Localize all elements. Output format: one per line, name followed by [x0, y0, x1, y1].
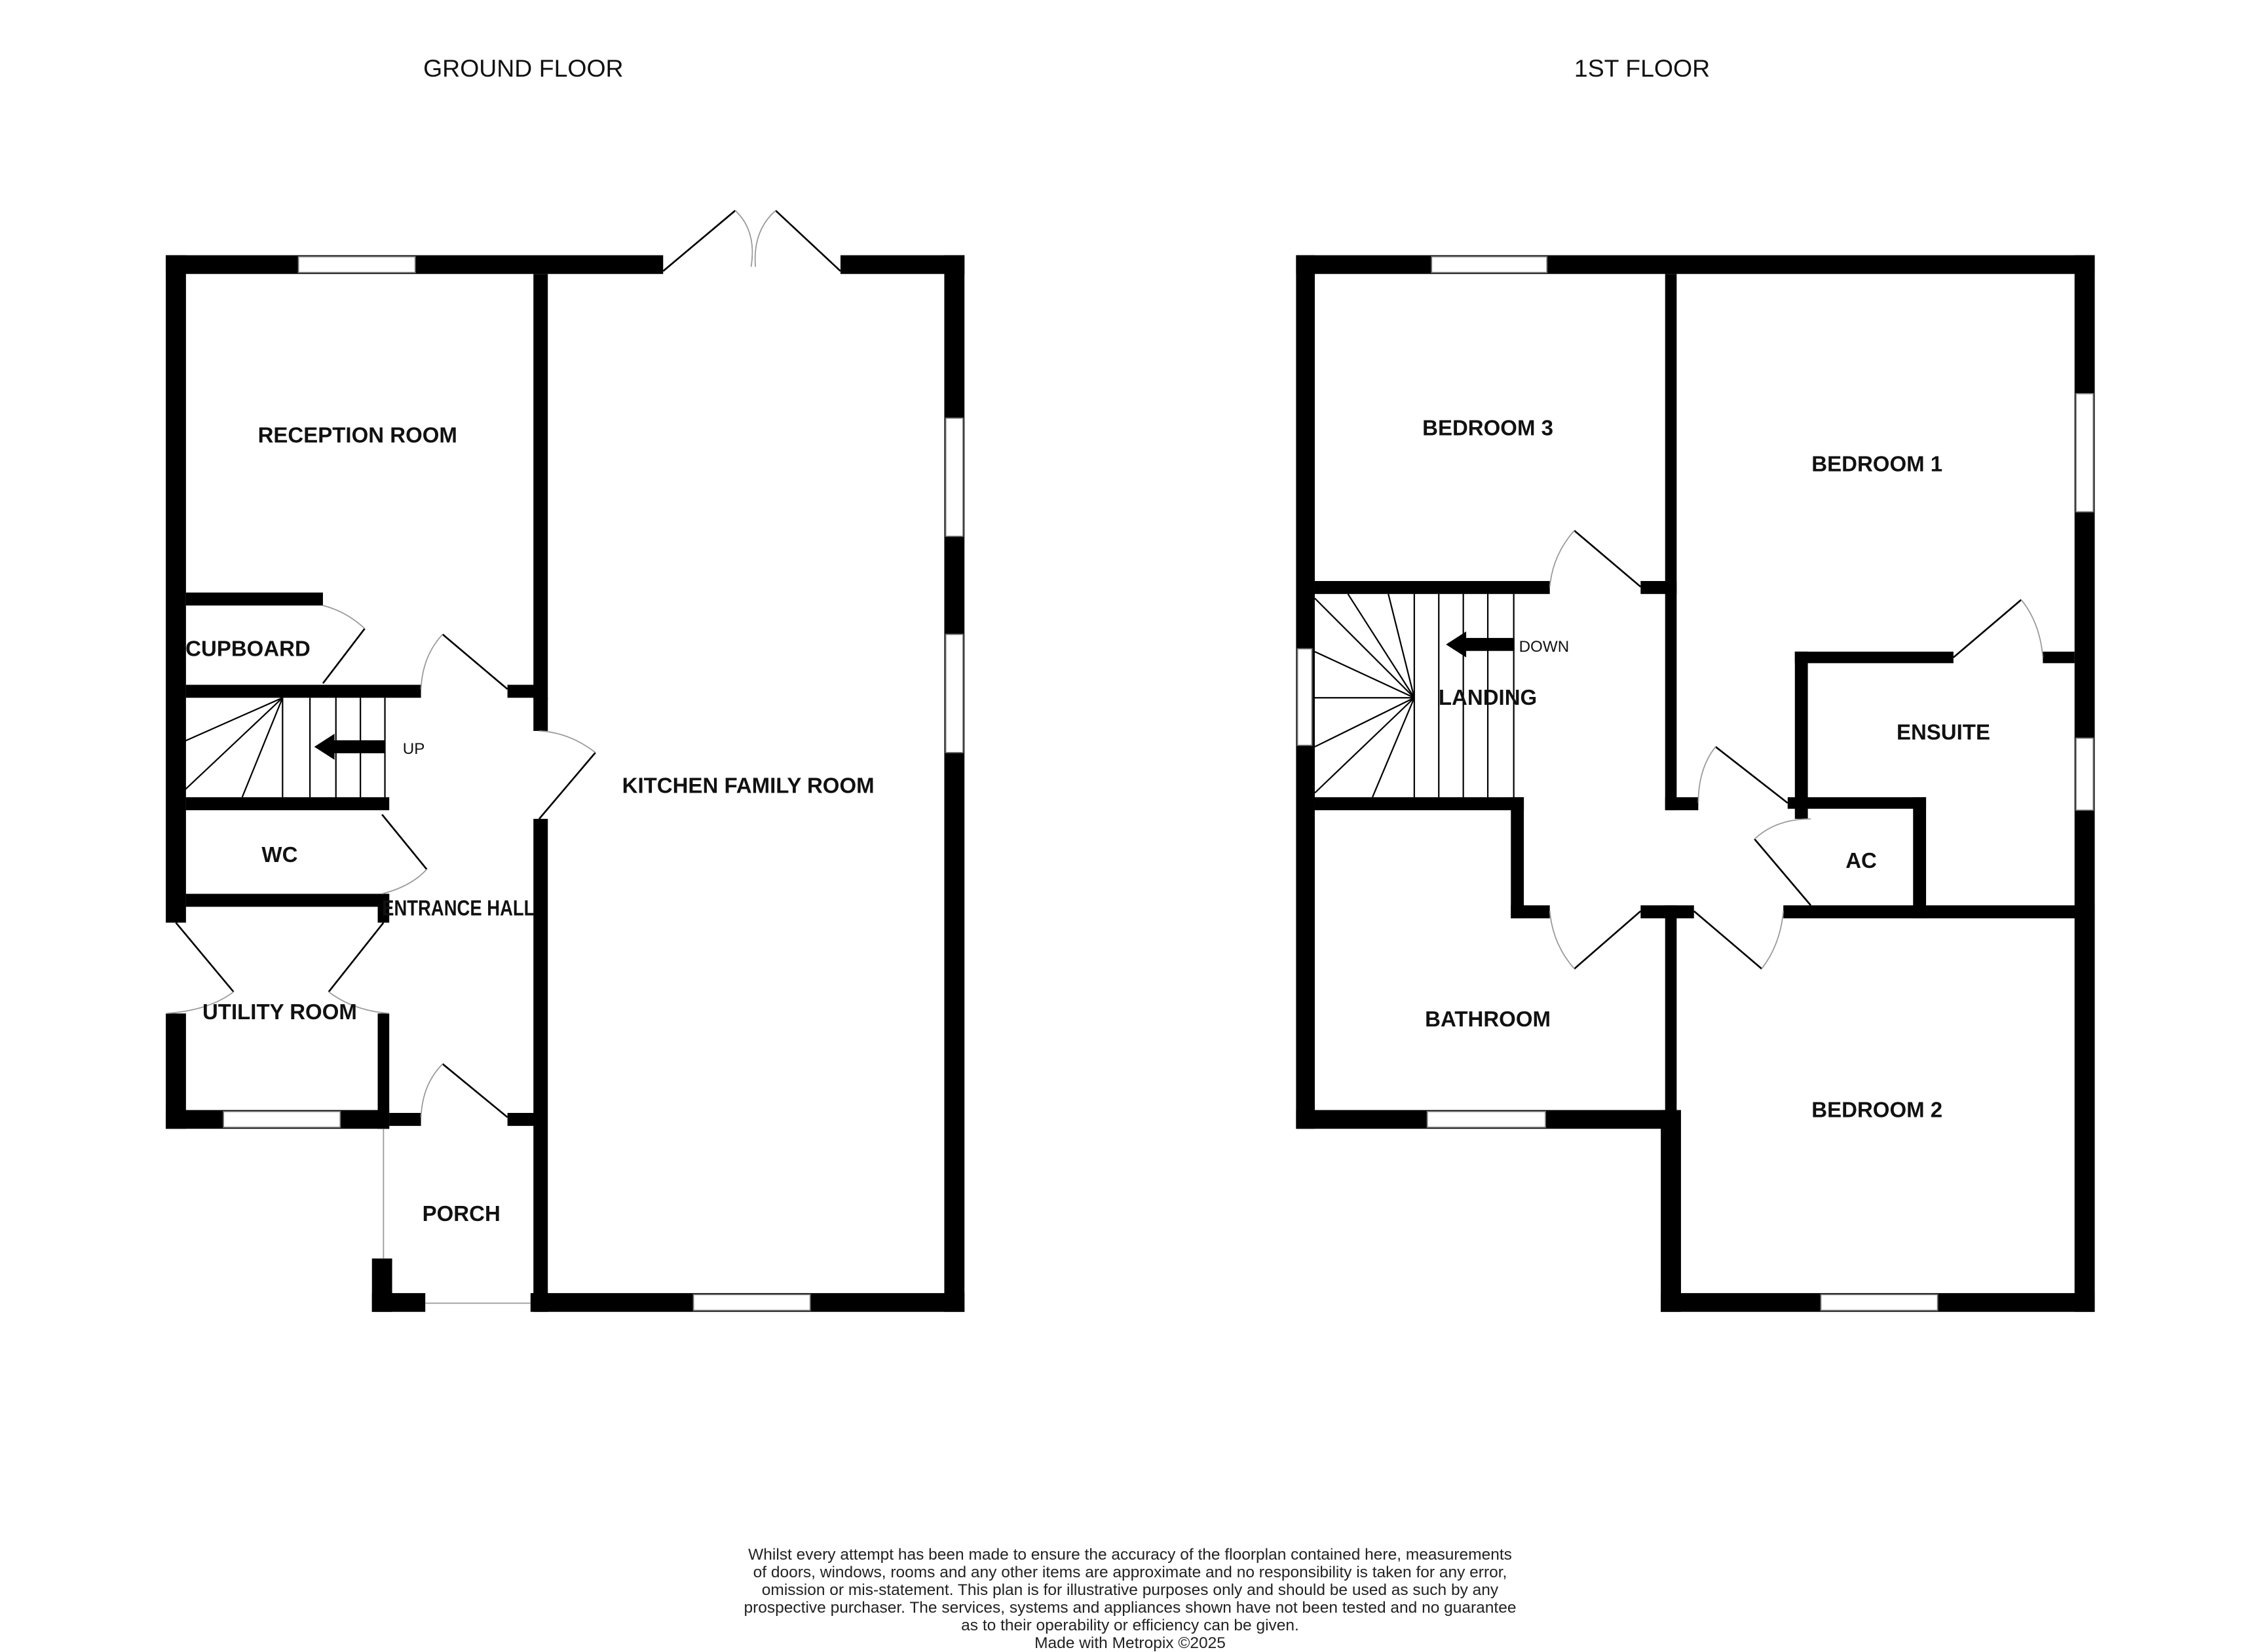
room-label: BATHROOM [1425, 1007, 1551, 1031]
door[interactable] [322, 605, 366, 685]
door[interactable] [1549, 910, 1642, 969]
room-label: ENTRANCE HALL [382, 896, 535, 920]
door[interactable] [381, 814, 428, 895]
ground-floor: GROUND FLOOR [166, 54, 965, 1312]
window [2075, 737, 2094, 811]
staircase [1314, 593, 1515, 798]
room-label: WC [261, 842, 297, 867]
disclaimer-line: Whilst every attempt has been made to en… [748, 1546, 1512, 1564]
disclaimer-line: as to their operability or efficiency ca… [961, 1617, 1299, 1634]
disclaimer-line: prospective purchaser. The services, sys… [744, 1599, 1517, 1617]
door[interactable] [1754, 818, 1812, 906]
window [1431, 255, 1548, 273]
window [945, 417, 964, 537]
room-label: RECEPTION ROOM [258, 423, 457, 447]
door[interactable] [328, 922, 390, 1015]
disclaimer: Whilst every attempt has been made to en… [721, 1546, 1540, 1652]
window [2075, 393, 2094, 513]
room-label: AC [1845, 848, 1877, 873]
door[interactable] [539, 730, 596, 819]
window [692, 1294, 811, 1311]
room-label: ENSUITE [1897, 720, 1990, 744]
window [1820, 1294, 1938, 1311]
door[interactable] [1549, 529, 1642, 588]
room-label: BEDROOM 1 [1811, 452, 1942, 476]
room-label: KITCHEN FAMILY ROOM [622, 773, 875, 797]
disclaimer-line: omission or mis-statement. This plan is … [761, 1581, 1499, 1599]
door[interactable] [420, 633, 508, 690]
room-label: BEDROOM 2 [1811, 1098, 1942, 1122]
stairs-up-label: UP [403, 740, 425, 758]
room-label: BEDROOM 3 [1422, 416, 1553, 440]
first-floor-title: 1ST FLOOR [1574, 54, 1710, 82]
door[interactable] [1697, 746, 1788, 804]
door[interactable] [166, 922, 235, 1015]
french-doors[interactable] [662, 210, 841, 272]
window [223, 1110, 341, 1128]
credit: Made with Metropix ©2025 [1034, 1634, 1226, 1652]
window [1296, 648, 1313, 746]
window [297, 255, 416, 273]
staircase [181, 697, 386, 798]
door[interactable] [1693, 910, 1785, 969]
ground-floor-title: GROUND FLOOR [423, 54, 624, 82]
window [945, 633, 964, 753]
room-label: PORCH [423, 1201, 501, 1226]
room-label: CUPBOARD [185, 636, 311, 660]
door[interactable] [1953, 599, 2044, 658]
disclaimer-line: of doors, windows, rooms and any other i… [753, 1564, 1507, 1581]
room-label: LANDING [1439, 685, 1537, 709]
window [1426, 1110, 1546, 1128]
first-floor: 1ST FLOOR [1296, 54, 2095, 1312]
room-label: UTILITY ROOM [202, 1000, 357, 1024]
door[interactable] [420, 1063, 508, 1118]
stairs-down-label: DOWN [1519, 638, 1570, 656]
